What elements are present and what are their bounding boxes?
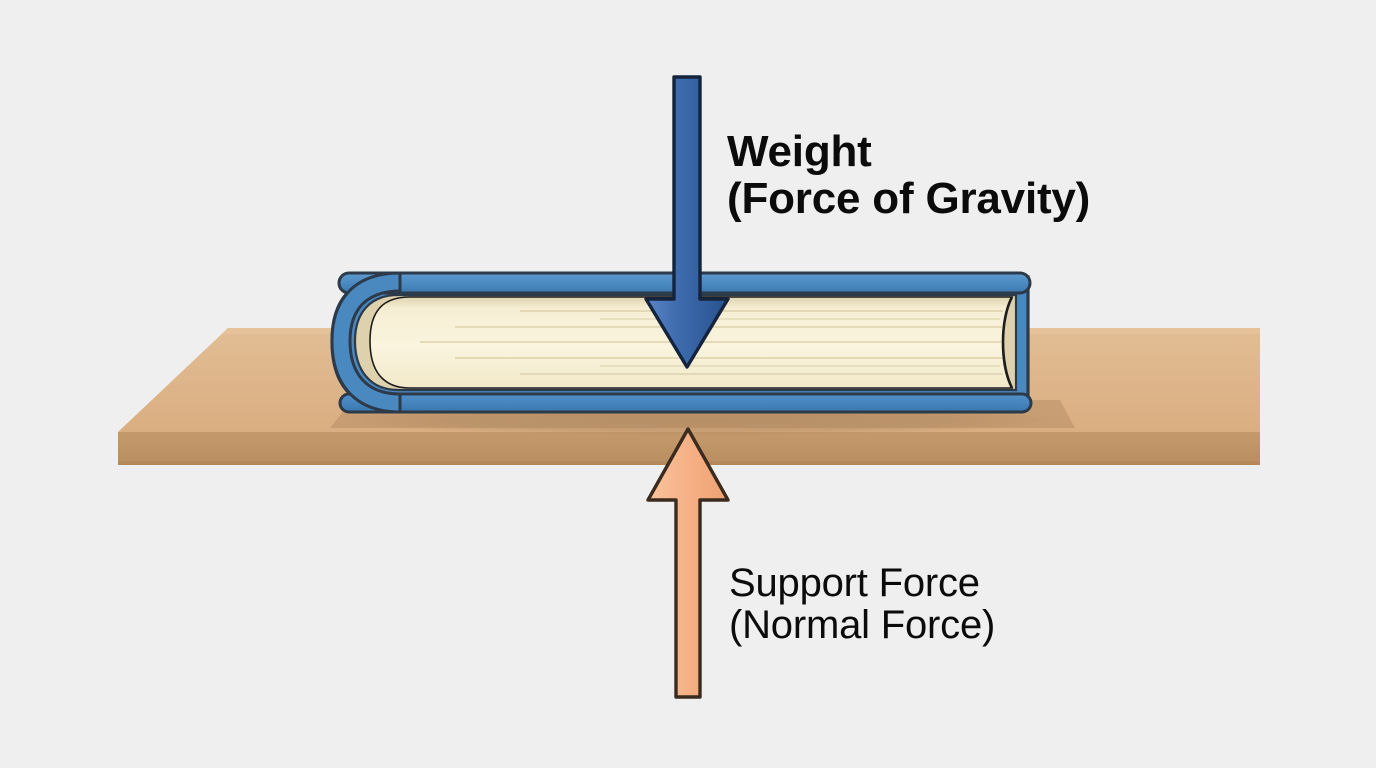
weight-arrow-shape [644,75,730,369]
book-page-lines [420,310,1003,375]
book [330,271,1033,414]
normal-force-arrow [646,427,730,699]
weight-label-line1: Weight [727,127,872,176]
support-force-label-line2: (Normal Force) [729,603,996,648]
book-spine [330,271,402,414]
weight-label-line2: (Force of Gravity) [727,173,1091,223]
book-fore-edge [1001,296,1014,389]
book-cover-bottom [338,392,1033,414]
normal-force-arrow-shape [646,427,730,699]
support-force-label: Support Force (Normal Force) [729,562,995,647]
weight-arrow [644,75,730,369]
support-force-label-line1: Support Force [729,561,980,605]
weight-label: Weight (Force of Gravity) [727,127,1091,223]
